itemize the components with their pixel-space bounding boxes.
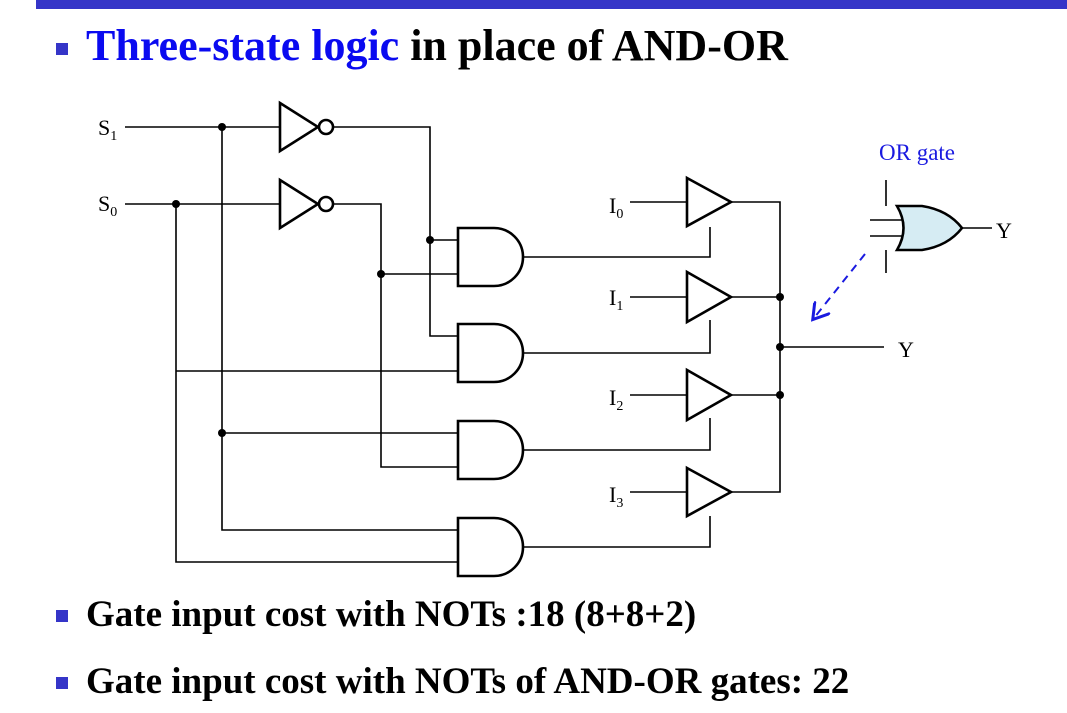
not-gate-s1	[278, 100, 335, 154]
output-y-label: Y	[898, 337, 914, 362]
select-wires	[125, 126, 458, 563]
or-gate-output-label: Y	[996, 218, 1012, 243]
bullet-text-2: Gate input cost with NOTs of AND-OR gate…	[86, 661, 850, 702]
bullet-marker-1	[56, 610, 68, 622]
input-s0-label: S0	[98, 191, 117, 220]
tristate-buffer-1	[685, 269, 734, 325]
bullet-marker-2	[56, 677, 68, 689]
and-gate-1	[456, 322, 525, 384]
title-accent-bar	[36, 0, 1067, 9]
input-i3-label: I3	[609, 482, 623, 511]
and-gate-2	[456, 419, 525, 481]
dashed-arrow	[814, 253, 866, 318]
and-gate-3	[456, 516, 525, 578]
enable-wires	[523, 227, 711, 548]
and-gate-0	[456, 226, 525, 288]
bullet-text-1: Gate input cost with NOTs :18 (8+8+2)	[86, 594, 697, 635]
input-s1-label: S1	[98, 115, 117, 144]
output-bus	[731, 201, 884, 493]
title-bullet	[56, 43, 68, 55]
tristate-buffer-0	[685, 175, 734, 229]
junction-dots	[172, 123, 784, 437]
title-rest: in place of AND-OR	[399, 21, 788, 70]
slide-title: Three-state logic in place of AND-OR	[86, 20, 788, 71]
not-gate-s0	[278, 177, 335, 231]
input-i0-label: I0	[609, 193, 623, 222]
data-input-wires	[630, 201, 687, 493]
or-gate-label: OR gate	[879, 140, 955, 165]
input-i1-label: I1	[609, 285, 623, 314]
input-i2-label: I2	[609, 385, 623, 414]
tristate-buffer-2	[685, 367, 734, 423]
title-highlight: Three-state logic	[86, 21, 400, 70]
tristate-buffer-3	[685, 465, 734, 519]
or-gate-icon	[870, 180, 992, 273]
